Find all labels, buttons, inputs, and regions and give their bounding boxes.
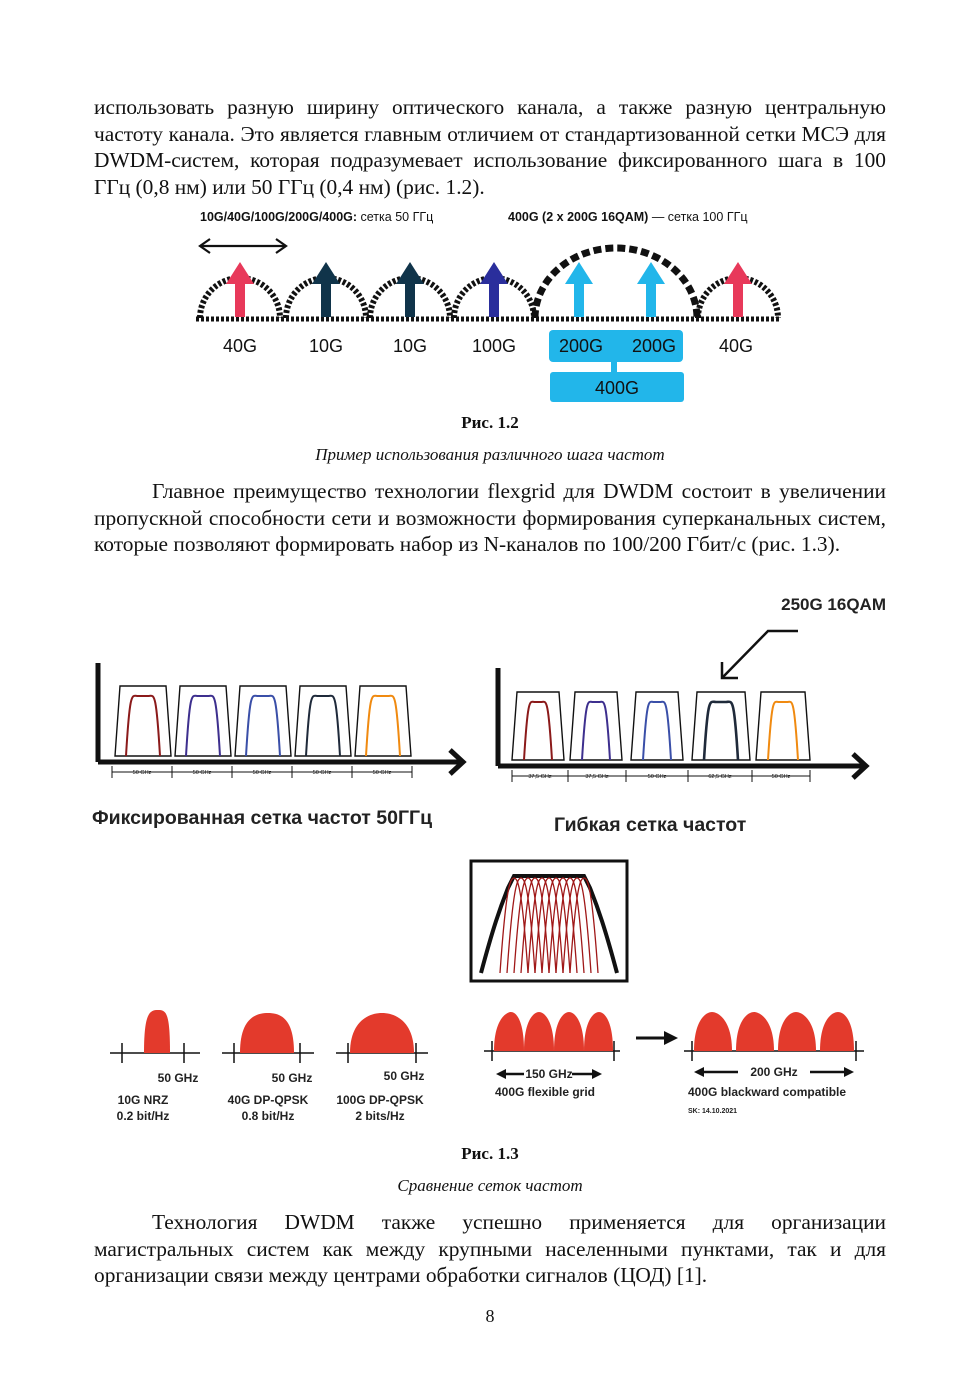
- flexible-grid-400g: 150 GHz 400G flexible grid: [484, 1012, 620, 1099]
- paragraph-3: Технология DWDM также успешно применяетс…: [94, 1210, 886, 1287]
- flex-spacing-150: 150 GHz: [525, 1067, 572, 1081]
- fig1-label-right-rest: — сетка 100 ГГц: [648, 210, 747, 224]
- superchannel-envelope: [531, 244, 701, 319]
- example-40g-dp-qpsk: [222, 1013, 314, 1063]
- backward-compatible-400g: 200 GHz 400G blackward compatible SK: 14…: [684, 1012, 864, 1115]
- flex-grid-spacings: 37,5 GHz 37,5 GHz 50 GHz 62,5 GHz 50 GHz: [511, 770, 811, 782]
- fixed-grid-channels: [114, 685, 412, 757]
- figure-1-3-caption: Сравнение сеток частот: [397, 1176, 583, 1195]
- flex-spacing-1: 37,5 GHz: [528, 774, 551, 780]
- channel-label-6: 200G: [632, 336, 676, 356]
- fixed-grid-spacings: 50 GHz 50 GHz 50 GHz 50 GHz 50 GHz: [111, 766, 413, 778]
- flex-grid-title: Гибкая сетка частот: [554, 814, 746, 836]
- superchannel-box-400g: [550, 372, 684, 402]
- pointer-arrow: [720, 629, 798, 680]
- example-100g-dp-qpsk: [336, 1013, 428, 1063]
- arrow-200g-1: [565, 262, 593, 317]
- channel-label-1: 40G: [223, 336, 257, 356]
- modulation-examples: 50 GHz 50 GHz 50 GHz 10G NRZ 0.2 bit/Hz …: [110, 1010, 428, 1123]
- figure-1-2: 10G/40G/100G/200G/400G: сетка 50 ГГц 400…: [196, 210, 781, 402]
- arrow-40g-1: [226, 262, 254, 317]
- example3-line2: 2 bits/Hz: [355, 1109, 404, 1123]
- fixed-grid-title: Фиксированная сетка частот 50ГГц: [92, 807, 432, 829]
- fig1-label-right: 400G (2 x 200G 16QAM) — сетка 100 ГГц: [508, 210, 748, 224]
- channel-label-5: 200G: [559, 336, 603, 356]
- arrow-10g-1: [312, 262, 340, 317]
- fig1-label-left: 10G/40G/100G/200G/400G: сетка 50 ГГц: [200, 210, 433, 224]
- channel-arrows: [226, 262, 752, 317]
- figure-1-3-number: Рис. 1.3: [461, 1144, 519, 1163]
- example1-line2: 0.2 bit/Hz: [117, 1109, 170, 1123]
- width-double-arrow: [198, 238, 288, 254]
- channel-label-4: 100G: [472, 336, 516, 356]
- flex-grid-channels: [511, 691, 811, 761]
- example3-line1: 100G DP-QPSK: [336, 1093, 424, 1107]
- superchannel-label: 400G: [595, 378, 639, 398]
- flex-spacing-5: 50 GHz: [772, 774, 791, 780]
- fixed-spacing-4: 50 GHz: [313, 770, 332, 776]
- paragraph-2: Главное преимущество технологии flexgrid…: [94, 479, 886, 556]
- fixed-spacing-5: 50 GHz: [373, 770, 392, 776]
- superchannel-box-200g: [549, 330, 683, 362]
- compat-spacing-200: 200 GHz: [750, 1065, 797, 1079]
- arrow-40g-2: [724, 262, 752, 317]
- channel-label-7: 40G: [719, 336, 753, 356]
- signature-date: SK: 14.10.2021: [688, 1108, 737, 1115]
- example2-line1: 40G DP-QPSK: [228, 1093, 309, 1107]
- flex-spacing-2: 37,5 GHz: [585, 774, 608, 780]
- example1-spacing: 50 GHz: [158, 1071, 199, 1085]
- fixed-spacing-1: 50 GHz: [133, 770, 152, 776]
- arrow-10g-2: [396, 262, 424, 317]
- arrow-200g-2: [637, 262, 665, 317]
- channel-label-3: 10G: [393, 336, 427, 356]
- figure-1-3: 250G 16QAM 50 GHz 50 GH: [92, 595, 886, 1123]
- paragraph-1: использовать разную ширину оптического к…: [94, 95, 886, 199]
- example-10g-nrz: [110, 1010, 200, 1063]
- compat-label: 400G blackward compatible: [688, 1085, 846, 1099]
- superchannel-inset: [469, 859, 629, 983]
- channel-label-2: 10G: [309, 336, 343, 356]
- fixed-spacing-2: 50 GHz: [193, 770, 212, 776]
- flex-grid-label: 400G flexible grid: [495, 1085, 595, 1099]
- superchannel-connector: [611, 362, 617, 374]
- flex-spacing-4: 62,5 GHz: [708, 774, 731, 780]
- fig1-label-left-bold: 10G/40G/100G/200G/400G:: [200, 210, 357, 224]
- label-250g-16qam: 250G 16QAM: [781, 595, 886, 614]
- example2-line2: 0.8 bit/Hz: [242, 1109, 295, 1123]
- fig1-label-right-bold: 400G (2 x 200G 16QAM): [508, 210, 648, 224]
- example2-spacing: 50 GHz: [272, 1071, 313, 1085]
- page-number: 8: [485, 1306, 495, 1326]
- arrow-100g: [480, 262, 508, 317]
- example3-spacing: 50 GHz: [384, 1069, 425, 1083]
- flex-spacing-3: 50 GHz: [648, 774, 667, 780]
- fixed-grid-axes: [95, 663, 467, 776]
- flex-grid-axes: [495, 668, 870, 780]
- figure-1-2-caption: Пример использования различного шага час…: [315, 445, 665, 464]
- example1-line1: 10G NRZ: [118, 1093, 169, 1107]
- transition-arrow: [636, 1031, 678, 1045]
- fixed-spacing-3: 50 GHz: [253, 770, 272, 776]
- figure-1-2-number: Рис. 1.2: [461, 413, 519, 432]
- fig1-label-left-rest: сетка 50 ГГц: [357, 210, 433, 224]
